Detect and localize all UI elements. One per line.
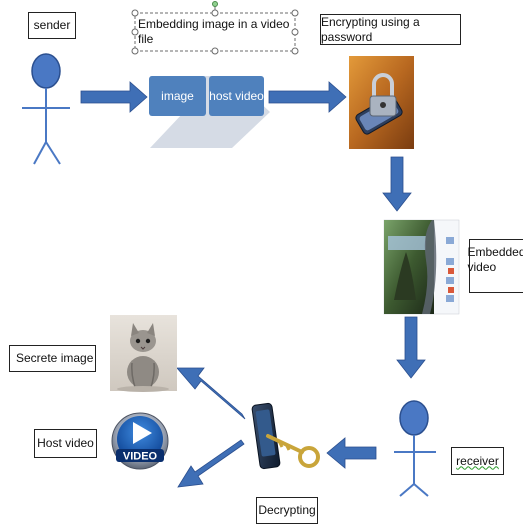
encrypting-label-text: Encrypting using a password <box>321 14 420 44</box>
selection-handles <box>131 1 299 55</box>
sender-figure <box>22 53 70 165</box>
arrow-sender-to-process <box>80 81 148 113</box>
arrow-embedded-to-receiver <box>396 316 426 379</box>
embedding-label: Embedding image in a video file <box>138 16 292 48</box>
decrypt-phone-key-image <box>251 402 320 470</box>
secret-image-label: Secrete image <box>9 345 96 372</box>
arrow-decrypt-to-host-video <box>177 439 245 488</box>
sender-label: sender <box>28 12 76 39</box>
host-video-label-text: Host video <box>37 436 94 450</box>
receiver-label: receiver <box>451 447 504 475</box>
secret-image-label-text: Secrete image <box>16 351 94 365</box>
host-video-label: Host video <box>34 429 97 458</box>
kitten-image <box>110 315 177 392</box>
sender-label-text: sender <box>33 18 71 32</box>
encrypting-label: Encrypting using a password <box>320 14 461 45</box>
decrypting-label: Decrypting <box>256 497 318 524</box>
image-tile: image <box>149 76 206 116</box>
embedded-video-label: Embedded video <box>467 239 523 293</box>
video-icon-text: VIDEO <box>123 451 158 463</box>
embedded-video-label-text: Embedded video <box>467 245 523 274</box>
host-video-tile-label: host video <box>209 89 264 103</box>
embedding-label-text: Embedding image in a video file <box>138 17 290 46</box>
host-video-tile: host video <box>209 76 264 116</box>
arrow-decrypt-to-secret-image <box>176 367 246 420</box>
arrow-process-to-encrypt <box>268 81 347 113</box>
arrow-receiver-to-decrypt <box>326 437 377 469</box>
video-play-icon: VIDEO <box>111 412 169 470</box>
image-tile-label: image <box>161 89 194 103</box>
encryption-lock-image <box>349 56 414 149</box>
decrypting-label-text: Decrypting <box>258 503 316 517</box>
arrow-encrypt-to-embedded <box>382 156 412 212</box>
receiver-figure <box>394 400 436 497</box>
embedded-video-image <box>383 219 460 315</box>
receiver-label-text: receiver <box>456 453 499 468</box>
